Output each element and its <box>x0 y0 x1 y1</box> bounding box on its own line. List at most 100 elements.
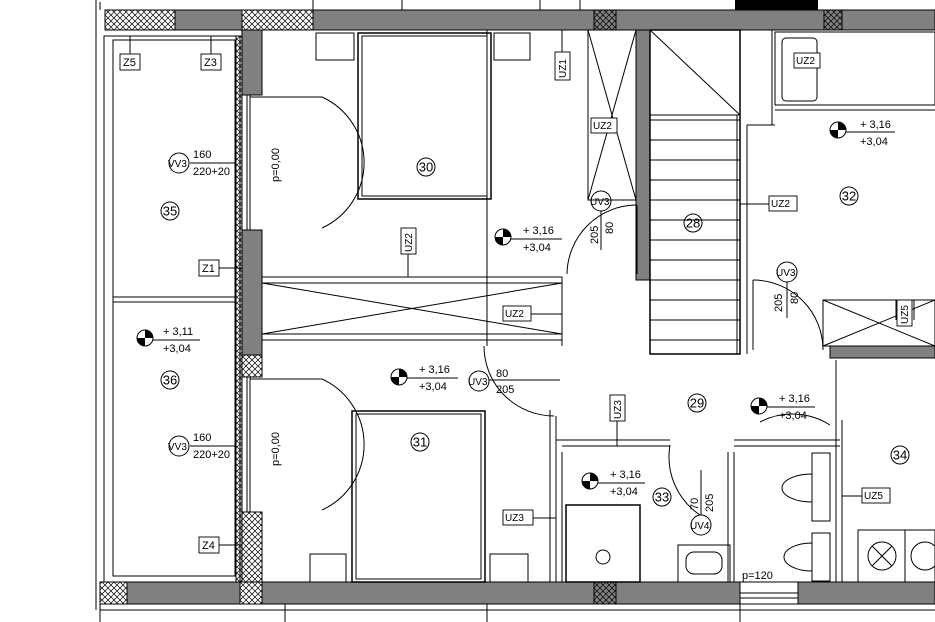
svg-text:UZ5: UZ5 <box>900 305 911 324</box>
door-uv3-room32: UV3 205 80 <box>773 261 801 318</box>
room-32: 32 <box>839 186 859 206</box>
svg-text:+ 3,11: + 3,11 <box>163 326 193 338</box>
svg-text:VV3: VV3 <box>168 442 187 453</box>
svg-text:p=0,00: p=0,00 <box>270 432 282 466</box>
svg-text:33: 33 <box>655 490 669 505</box>
tag-uz3-room33: UZ3 <box>502 509 556 526</box>
svg-text:220+20: 220+20 <box>193 166 230 178</box>
door-uv3-room31: UV3 80 205 <box>468 368 560 396</box>
furniture <box>309 32 531 583</box>
svg-text:UZ2: UZ2 <box>796 56 815 67</box>
svg-text:+3,04: +3,04 <box>523 242 551 254</box>
svg-text:Z4: Z4 <box>202 540 215 552</box>
svg-text:70: 70 <box>689 498 701 510</box>
room-28: 28 <box>683 213 703 233</box>
svg-text:p=0,00: p=0,00 <box>270 148 282 182</box>
tag-uz5-bath: UZ5 <box>842 487 891 504</box>
tag-uz2-top: UZ2 <box>793 52 821 69</box>
svg-text:UV3: UV3 <box>776 268 796 279</box>
svg-text:Z5: Z5 <box>123 57 136 69</box>
sill-bathroom: p=120 <box>742 570 773 582</box>
room-29: 29 <box>687 393 707 413</box>
tag-z1: Z1 <box>198 259 242 277</box>
door-uv4: UV4 70 205 <box>689 470 716 536</box>
hall-doors <box>483 204 831 516</box>
level-marker-31: + 3,16 +3,04 <box>390 364 458 393</box>
svg-text:29: 29 <box>690 396 704 411</box>
bottom-wall <box>99 581 935 622</box>
shaft <box>587 29 651 281</box>
top-wall <box>95 0 935 610</box>
svg-text:UZ3: UZ3 <box>613 400 624 419</box>
svg-text:UZ2: UZ2 <box>404 233 415 252</box>
balcony-frame <box>103 35 243 583</box>
svg-text:35: 35 <box>163 204 177 219</box>
svg-text:+ 3,16: + 3,16 <box>779 393 810 405</box>
sill-bottom: p=0,00 <box>270 432 282 466</box>
svg-text:+ 3,16: + 3,16 <box>523 225 554 237</box>
svg-text:220+20: 220+20 <box>193 449 230 461</box>
svg-text:80: 80 <box>789 292 801 304</box>
svg-text:31: 31 <box>413 435 427 450</box>
tag-uz2-room32: UZ2 <box>740 195 798 212</box>
svg-text:34: 34 <box>893 448 907 463</box>
svg-text:80: 80 <box>496 368 508 380</box>
tag-z5: Z5 <box>119 36 141 71</box>
level-marker-32: + 3,16 +3,04 <box>829 119 895 148</box>
tag-uz2-corridor: UZ2 <box>400 227 417 277</box>
interior-walls <box>549 360 935 583</box>
svg-text:36: 36 <box>163 373 177 388</box>
room-31: 31 <box>410 432 430 452</box>
svg-text:+3,04: +3,04 <box>163 343 191 355</box>
tag-z4: Z4 <box>198 536 242 554</box>
window-vv3-bottom: VV3 160 220+20 <box>168 432 236 461</box>
svg-text:+ 3,16: + 3,16 <box>860 119 891 131</box>
tag-uz2-duct: UZ2 <box>502 305 562 322</box>
door-uv3-stairs: UV3 205 80 <box>589 190 616 250</box>
svg-text:UZ5: UZ5 <box>864 491 883 502</box>
svg-text:UV3: UV3 <box>468 377 488 388</box>
room-35: 35 <box>160 201 180 221</box>
svg-text:32: 32 <box>842 189 856 204</box>
level-marker-29: + 3,16 +3,04 <box>750 393 815 422</box>
svg-text:UZ1: UZ1 <box>558 59 569 78</box>
level-marker-30: + 3,16 +3,04 <box>494 225 562 254</box>
tag-uz3-hall: UZ3 <box>609 394 626 446</box>
corridor-duct <box>261 30 563 346</box>
staircase <box>649 29 775 355</box>
svg-text:+3,04: +3,04 <box>860 136 888 148</box>
right-shaft <box>822 299 935 359</box>
svg-text:UZ2: UZ2 <box>505 309 524 320</box>
svg-text:UZ2: UZ2 <box>771 199 790 210</box>
left-wall <box>241 29 365 583</box>
svg-text:205: 205 <box>773 294 785 312</box>
room-33: 33 <box>652 487 672 507</box>
svg-text:160: 160 <box>193 149 211 161</box>
svg-text:p=120: p=120 <box>742 570 773 582</box>
svg-text:UV4: UV4 <box>690 521 710 532</box>
tag-uz5-right: UZ5 <box>896 299 913 327</box>
svg-text:30: 30 <box>419 160 433 175</box>
level-marker-33: + 3,16 +3,04 <box>581 469 645 498</box>
svg-text:28: 28 <box>686 216 700 231</box>
window-vv3-top: VV3 160 220+20 <box>168 149 236 178</box>
room-30: 30 <box>416 157 436 177</box>
svg-text:80: 80 <box>604 222 616 234</box>
room-34: 34 <box>890 445 910 465</box>
svg-text:UZ3: UZ3 <box>505 513 524 524</box>
bathtub <box>774 31 935 111</box>
svg-text:+ 3,16: + 3,16 <box>419 364 450 376</box>
svg-text:Z3: Z3 <box>204 57 217 69</box>
svg-text:205: 205 <box>704 494 716 512</box>
svg-text:UV3: UV3 <box>590 197 610 208</box>
svg-text:Z1: Z1 <box>202 263 215 275</box>
svg-text:160: 160 <box>193 432 211 444</box>
level-marker-36: + 3,11 +3,04 <box>136 326 200 355</box>
svg-text:UZ2: UZ2 <box>593 121 612 132</box>
svg-text:+3,04: +3,04 <box>610 486 638 498</box>
svg-text:+3,04: +3,04 <box>419 381 447 393</box>
tag-uz1: UZ1 <box>554 30 571 81</box>
tag-uz2-shaft: UZ2 <box>590 117 618 134</box>
tag-z3: Z3 <box>200 36 222 71</box>
